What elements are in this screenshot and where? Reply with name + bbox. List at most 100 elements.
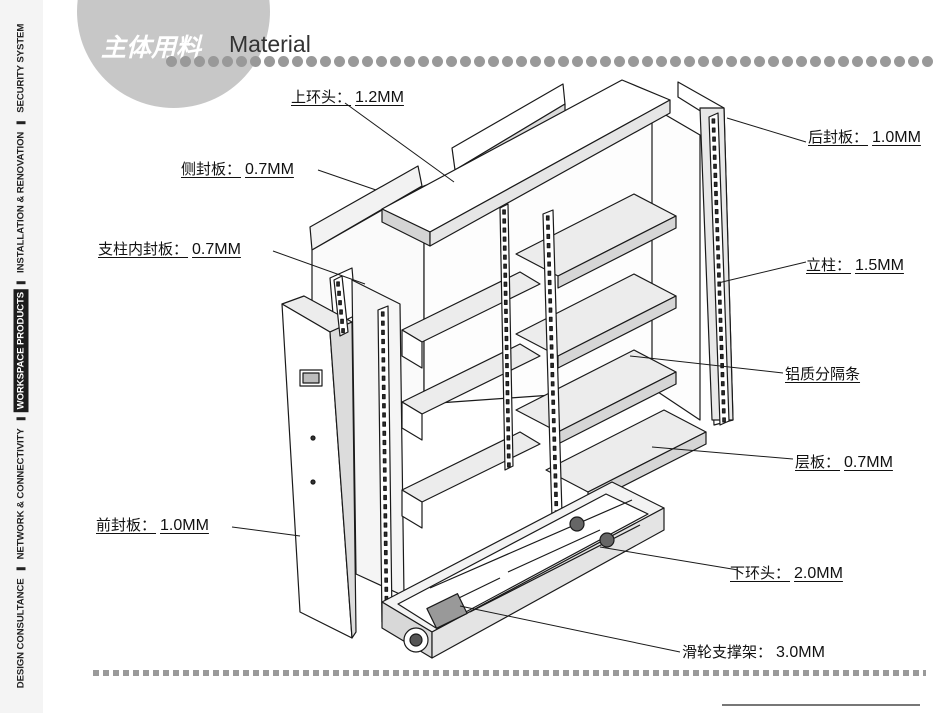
upright-slot: [504, 326, 509, 333]
upright-slot: [384, 586, 389, 592]
upright-slot: [548, 289, 552, 295]
divider-dot: [222, 56, 233, 67]
divider-dot: [796, 56, 807, 67]
upright-slot: [549, 344, 554, 350]
upright-slot: [717, 290, 722, 296]
upright-slot: [504, 317, 508, 324]
upright-slot: [713, 172, 718, 178]
divider-dot: [880, 56, 891, 67]
upright-slot: [506, 417, 510, 423]
divider-dot: [250, 56, 261, 67]
upright-slot: [719, 344, 724, 351]
bottom-dashed-rule: [93, 670, 926, 676]
divider-dot: [292, 56, 303, 67]
upright-slot: [506, 435, 511, 441]
footer-line: [722, 704, 920, 706]
divider-dot: [474, 56, 485, 67]
upright-slot: [381, 375, 386, 381]
upright-slot: [715, 227, 720, 233]
upright-slot: [718, 308, 723, 314]
upright-slot: [505, 390, 510, 396]
divider-dot: [852, 56, 863, 67]
upright-slot: [550, 362, 554, 368]
upright-slot: [714, 190, 718, 197]
upright-slot: [339, 309, 343, 315]
upright-slot: [505, 381, 510, 387]
upright-slot: [547, 261, 551, 267]
upright-slot: [551, 418, 556, 424]
divider-dot: [264, 56, 275, 67]
upright-slot: [546, 243, 551, 249]
divider-dot: [446, 56, 457, 67]
upright-slot: [506, 426, 511, 432]
upright-slot: [721, 399, 726, 405]
divider-dot: [656, 56, 667, 67]
upright-slot: [503, 254, 507, 260]
upright-slot: [722, 417, 726, 423]
upright-slot: [551, 390, 555, 396]
upright-slot: [382, 458, 387, 464]
label-upright: 立柱：1.5MM: [806, 256, 904, 274]
dot-divider: [166, 56, 933, 67]
upright-slot: [712, 154, 717, 160]
upright-slot: [548, 307, 553, 313]
upright-slot: [715, 236, 720, 242]
label-column-inner-panel: 支柱内封板：0.7MM: [98, 240, 241, 258]
divider-dot: [362, 56, 373, 67]
upright-slot: [717, 272, 721, 278]
upright-slot: [381, 348, 386, 354]
upright-slot: [714, 199, 719, 206]
upright-slot: [548, 298, 553, 304]
pulley-support-frame: [403, 516, 615, 653]
upright-slot: [551, 408, 556, 415]
upright-slot: [720, 381, 725, 387]
upright-slot: [503, 299, 508, 305]
label-divider: 铝质分隔条: [785, 365, 861, 383]
divider-dot: [768, 56, 779, 67]
upright-slot: [340, 318, 344, 324]
upright-slot: [545, 215, 550, 221]
upright-slot: [554, 500, 559, 507]
shelf-edge: [401, 329, 423, 369]
upright-slot: [502, 236, 507, 242]
label-pulley-frame: 滑轮支撑架：3.0MM: [682, 643, 825, 661]
divider-dot: [180, 56, 191, 67]
upright-slot: [383, 540, 388, 547]
divider-dot: [726, 56, 737, 67]
upright-columns: [333, 112, 730, 623]
divider-dot: [754, 56, 765, 67]
upright-slot: [711, 127, 716, 133]
upright-slot: [715, 218, 719, 224]
upright-slot: [382, 430, 387, 436]
upright-slot: [382, 421, 387, 427]
divider-dot: [838, 56, 849, 67]
upright-slot: [502, 227, 507, 233]
divider-dot: [894, 56, 905, 67]
upright-slot: [718, 317, 723, 323]
divider-dot: [334, 56, 345, 67]
divider-dot: [740, 56, 751, 67]
upright-slot: [502, 218, 507, 224]
upright-slot: [553, 482, 558, 488]
divider-dot: [572, 56, 583, 67]
upright-slot: [381, 393, 386, 400]
divider-dot: [278, 56, 289, 67]
upright-slot: [720, 362, 724, 369]
divider-dot: [810, 56, 821, 67]
divider-dot: [558, 56, 569, 67]
upright-slot: [550, 381, 555, 387]
upright-slot: [505, 408, 510, 414]
upright-slot: [504, 335, 509, 342]
upright-slot: [504, 308, 508, 314]
divider-dot: [908, 56, 919, 67]
upright-slot: [712, 145, 717, 151]
label-front-panel: 前封板：1.0MM: [96, 516, 209, 534]
upright-slot: [503, 263, 507, 269]
shelf-board: [401, 431, 541, 503]
upright-slot: [546, 233, 551, 240]
page-title-en: Material: [229, 31, 311, 57]
upright-slot: [549, 335, 554, 341]
upright-slot: [503, 272, 508, 278]
upright-slot: [716, 254, 721, 260]
